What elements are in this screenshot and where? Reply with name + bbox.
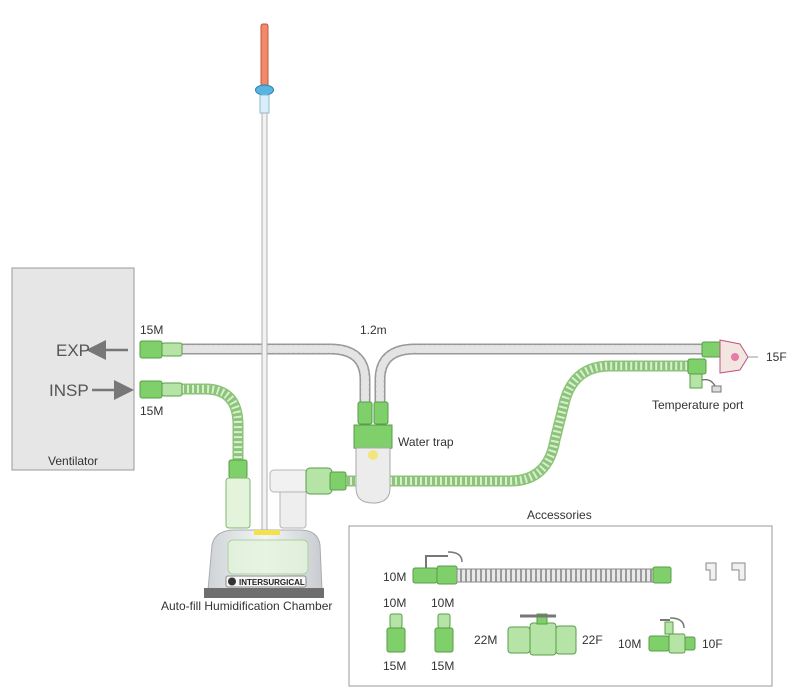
temperature-port-label: Temperature port <box>652 398 744 412</box>
accessories-panel <box>348 525 773 687</box>
expiratory-limb <box>174 343 711 411</box>
accessory-adapter2-bottom: 15M <box>431 659 455 673</box>
exp-size-label: 15M <box>140 323 164 337</box>
accessory-sample-hose <box>412 551 672 585</box>
water-trap-label: Water trap <box>398 435 454 449</box>
accessory-adapter-2 <box>434 613 454 653</box>
inspiratory-limb-to-chamber <box>182 383 244 462</box>
insp-connector <box>139 380 183 399</box>
accessory-tee-right: 10F <box>702 637 723 651</box>
humidification-chamber: INTERSURGICAL <box>204 459 324 598</box>
spike-feed-line <box>255 23 274 534</box>
accessory-adapter1-bottom: 15M <box>383 659 407 673</box>
accessory-tee-left: 10M <box>618 637 642 651</box>
insp-label: INSP <box>49 381 89 400</box>
accessory-adapter2-top: 10M <box>431 596 455 610</box>
chamber-label: Auto-fill Humidification Chamber <box>161 599 333 613</box>
exp-label: EXP <box>56 341 91 360</box>
accessory-valve-right: 22F <box>582 633 603 647</box>
end-size-label: 15F <box>766 350 787 364</box>
accessory-adapter-1 <box>386 613 406 653</box>
insp-size-label: 15M <box>140 404 164 418</box>
accessory-caps <box>705 562 746 581</box>
ventilator-label: Ventilator <box>48 454 99 468</box>
accessory-hose-size: 10M <box>383 570 407 584</box>
water-trap <box>353 401 393 504</box>
ventilator-box <box>11 267 135 471</box>
accessory-valve-connector <box>507 613 577 656</box>
accessory-valve-left: 22M <box>474 633 498 647</box>
circuit-length-label: 1.2m <box>360 323 387 337</box>
accessory-tee <box>648 617 696 654</box>
exp-connector <box>139 340 183 359</box>
chamber-brand-text: INTERSURGICAL <box>239 578 305 587</box>
accessory-adapter1-top: 10M <box>383 596 407 610</box>
inspiratory-limb-to-patient <box>345 360 690 487</box>
accessories-title: Accessories <box>527 508 592 522</box>
chamber-outlet-elbow <box>305 467 347 495</box>
patient-wye <box>687 339 758 375</box>
temperature-port <box>689 373 722 393</box>
